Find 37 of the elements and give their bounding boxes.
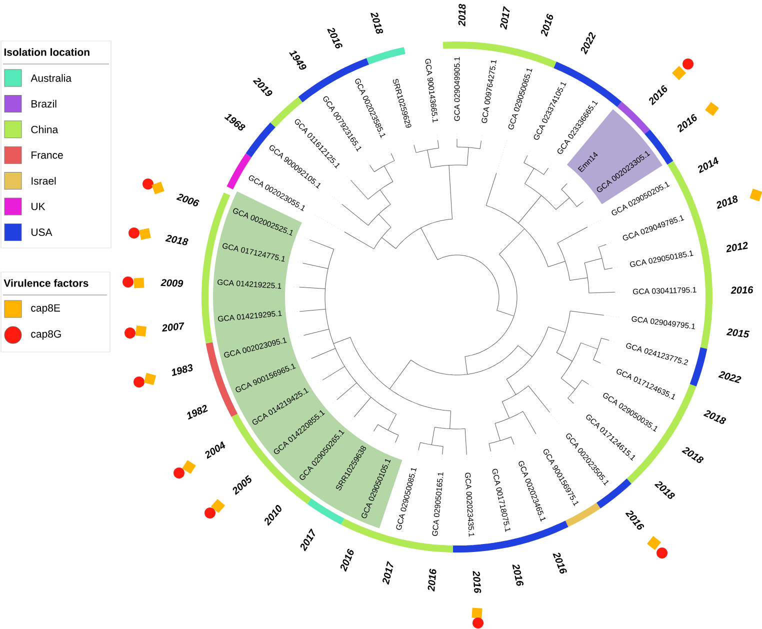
year-label: 2018 bbox=[370, 12, 384, 34]
year-label: 2016 bbox=[340, 548, 354, 572]
legend-title: Virulence factors bbox=[4, 279, 88, 287]
year-label: 2014 bbox=[698, 156, 718, 174]
year-label: 2022 bbox=[718, 371, 742, 384]
year-label: 2016 bbox=[428, 568, 436, 592]
year-label: 2016 bbox=[327, 28, 342, 48]
year-label: 2018 bbox=[165, 234, 188, 246]
year-label: 2022 bbox=[580, 32, 596, 55]
legend-label: Australia bbox=[30, 74, 72, 82]
legend-label: France bbox=[32, 151, 63, 159]
year-label: 2015 bbox=[726, 328, 750, 338]
year-label: 2018 bbox=[703, 410, 726, 424]
year-label: 2007 bbox=[162, 322, 184, 332]
year-label: 2016 bbox=[552, 552, 567, 574]
legend-label: USA bbox=[32, 228, 52, 236]
legend-label: Israel bbox=[32, 176, 56, 185]
year-label: 2016 bbox=[472, 571, 482, 594]
year-label: 2016 bbox=[541, 14, 554, 37]
year-label: 1968 bbox=[224, 114, 246, 130]
legend-label: cap8G bbox=[31, 330, 61, 340]
year-label: 2009 bbox=[160, 279, 184, 287]
legend-label: cap8E bbox=[31, 304, 60, 314]
year-label: 2018 bbox=[716, 196, 738, 209]
year-label: 2017 bbox=[500, 6, 510, 30]
year-label: 2012 bbox=[726, 242, 748, 252]
year-label: 1983 bbox=[172, 364, 193, 376]
legend-label: Brazil bbox=[32, 100, 56, 108]
year-label: 2017 bbox=[382, 561, 394, 585]
legend-label: China bbox=[31, 126, 58, 134]
year-label: 2018 bbox=[458, 4, 466, 26]
legend-label: UK bbox=[32, 202, 46, 210]
year-label: 2016 bbox=[512, 564, 524, 586]
year-label: 2006 bbox=[176, 194, 200, 206]
year-label: 2018 bbox=[682, 447, 704, 463]
year-label: 2016 bbox=[730, 286, 754, 294]
legend-title: Isolation location bbox=[4, 48, 90, 56]
